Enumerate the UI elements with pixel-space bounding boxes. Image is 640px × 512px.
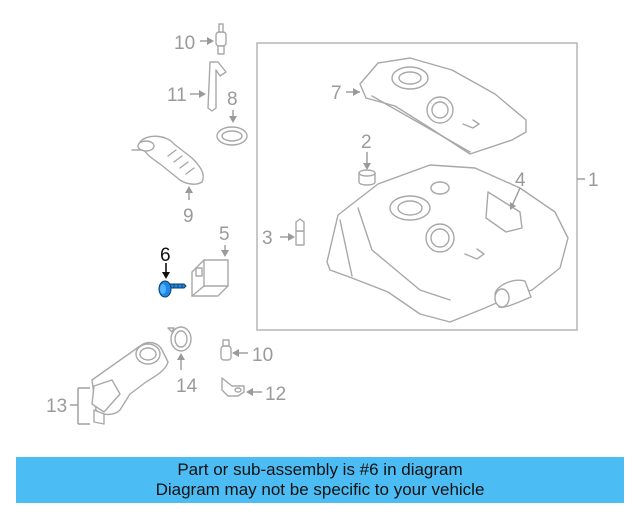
- breather-hose-part-9: [131, 135, 204, 200]
- seal-ring-part-8: [216, 110, 248, 146]
- callout-4: 4: [515, 170, 526, 191]
- grommet-part-2: [358, 152, 376, 186]
- callout-3: 3: [262, 228, 273, 249]
- caption-banner: Part or sub-assembly is #6 in diagram Di…: [16, 457, 624, 503]
- caption-line-1: Part or sub-assembly is #6 in diagram: [177, 460, 463, 479]
- screw-part-6: [158, 263, 187, 298]
- callout-6: 6: [160, 245, 171, 266]
- callout-2: 2: [361, 132, 372, 153]
- sensor-part-5: [191, 245, 229, 297]
- callout-12: 12: [265, 384, 286, 405]
- parts-diagram: 1 7 2 4: [46, 23, 599, 425]
- callout-8: 8: [227, 89, 238, 110]
- bracket-part-11: [190, 61, 227, 112]
- caption-line-2: Diagram may not be specific to your vehi…: [155, 480, 485, 499]
- assembly-frame: [256, 42, 585, 331]
- upper-engine-cover: [359, 57, 527, 155]
- connector-part-10-bottom: [220, 339, 248, 361]
- lower-engine-cover: [326, 164, 569, 323]
- callout-9: 9: [183, 206, 194, 227]
- connector-part-10-top: [200, 23, 227, 55]
- hose-clamp-part-14: [167, 326, 192, 370]
- callout-11: 11: [167, 85, 187, 106]
- callout-1: 1: [588, 170, 599, 191]
- bracket-part-12: [221, 377, 262, 397]
- callout-10-top: 10: [174, 33, 195, 54]
- callout-7: 7: [331, 83, 342, 104]
- bolt-part-3: [280, 218, 305, 246]
- callout-13: 13: [46, 396, 67, 417]
- callout-14: 14: [176, 376, 198, 397]
- intake-duct-part-13: [70, 341, 169, 425]
- callout-5: 5: [219, 224, 230, 245]
- callout-10-bottom: 10: [252, 345, 273, 366]
